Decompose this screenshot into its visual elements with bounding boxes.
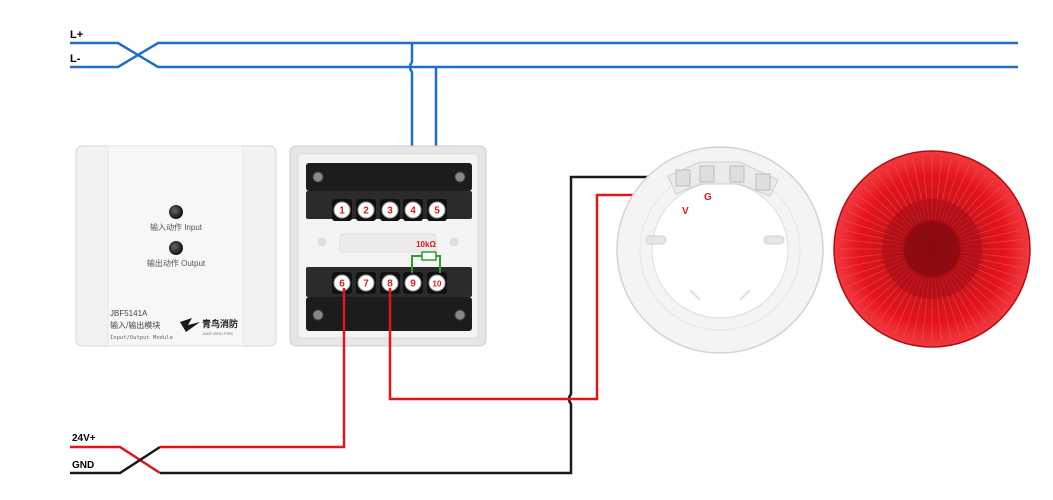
terminal-5: 5 [427,199,447,221]
terminal-number: 6 [339,279,345,290]
bus-positive-line [70,41,1018,69]
terminal-number: 4 [410,206,416,217]
end-of-line-resistor: 10kΩ [411,240,441,273]
power-positive-run [160,288,346,449]
terminal-number: 1 [339,206,345,217]
sounder-g-label: G [704,192,712,203]
bus-positive-label: L+ [70,29,83,41]
terminal-3: 3 [380,199,400,221]
terminal-4: 4 [403,199,423,221]
terminal-9: 9 [403,272,423,294]
input-led-icon [169,205,183,219]
bottom-terminals: 6 7 8 9 10 [332,272,447,294]
input-led-label: 输入动作 Input [150,222,203,232]
module-name-cn: 输入/输出模块 [110,320,160,330]
sounder-v-label: V [682,206,689,217]
terminal-number: 7 [363,279,369,290]
module-model: JBF5141A [110,309,148,318]
terminal-6: 6 [332,272,352,294]
ground-label: GND [72,460,94,471]
module-terminal-panel: 1 2 3 4 5 6 7 8 9 10 [289,145,487,347]
sounder-base: V G [616,146,824,354]
module-front-panel: 输入动作 Input 输出动作 Output JBF5141A 输入/输出模块 … [75,145,277,347]
output-led-label: 输出动作 Output [147,258,206,268]
terminal-2: 2 [356,199,376,221]
output-led-icon [169,241,183,255]
brand-name: 青鸟消防 [202,318,238,329]
terminal-number: 9 [410,279,416,290]
top-terminals: 1 2 3 4 5 [332,199,447,221]
bus-drop-to-terminal-4 [408,43,414,205]
terminal-10: 10 [427,272,447,294]
terminal-number: 5 [434,206,440,217]
terminal-8: 8 [380,272,400,294]
terminal-number: 2 [363,206,369,217]
brand-logo-icon [180,318,200,332]
module-name-en: Input/Output Module [110,335,173,341]
ground-line [70,445,161,475]
bus-negative-line [70,41,1018,69]
brand-subtitle: JADE BIRD FIRE [202,331,233,336]
terminal-number: 8 [387,279,393,290]
terminal-number: 10 [433,280,442,289]
terminal-8-to-sounder-v [388,193,668,401]
terminal-1: 1 [332,199,352,221]
power-positive-label: 24V+ [72,433,96,444]
bus-negative-label: L- [70,53,81,65]
strobe-sounder-icon [833,150,1031,348]
terminal-number: 3 [387,206,393,217]
power-positive-line [70,445,161,475]
terminal-7: 7 [356,272,376,294]
bus-lines [70,41,1018,205]
resistor-label: 10kΩ [416,240,436,249]
